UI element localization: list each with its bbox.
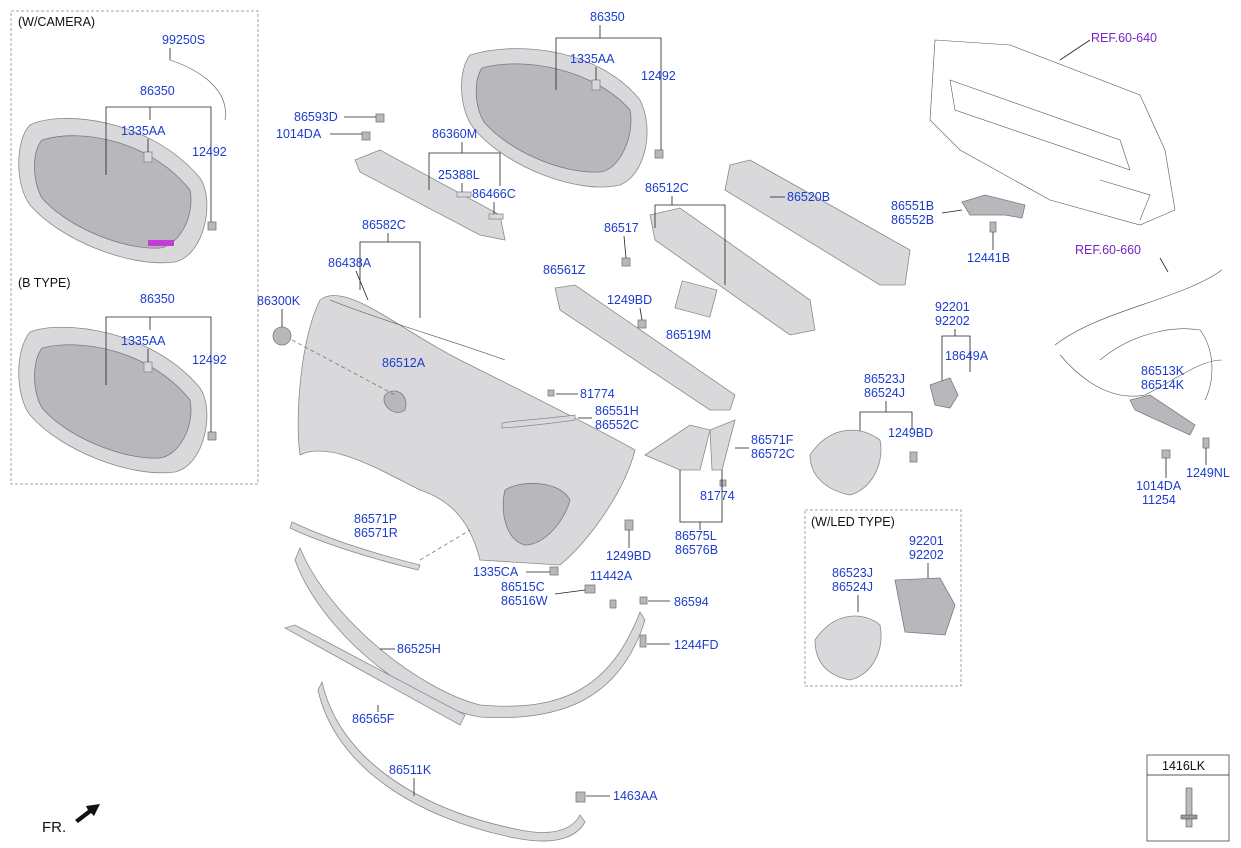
energy-absorber-86520B-illustration — [724, 159, 911, 286]
label-1249BD-mid: 1249BD — [607, 293, 652, 307]
label-86525H: 86525H — [397, 642, 441, 656]
label-86350-btype: 86350 — [140, 292, 175, 306]
label-25388L: 25388L — [438, 168, 480, 182]
label-86511K: 86511K — [389, 763, 432, 777]
label-1014DA-right: 1014DA — [1136, 479, 1182, 493]
label-1249NL: 1249NL — [1186, 466, 1230, 480]
label-86524J-a: 86524J — [864, 386, 905, 400]
label-86360M: 86360M — [432, 127, 477, 141]
label-81774-a: 81774 — [580, 387, 615, 401]
label-86571F: 86571F — [751, 433, 794, 447]
label-86513K: 86513K — [1141, 364, 1185, 378]
label-1014DA-top: 1014DA — [276, 127, 322, 141]
label-86551B: 86551B — [891, 199, 934, 213]
orientation-label: FR. — [42, 819, 66, 836]
bumper-beam-86512C-illustration — [621, 207, 816, 336]
label-86523J-a: 86523J — [864, 372, 905, 386]
label-92202-b: 92202 — [909, 548, 944, 562]
skid-plate-86565F-illustration — [283, 624, 466, 726]
label-1244FD: 1244FD — [674, 638, 718, 652]
label-99250S: 99250S — [162, 33, 205, 47]
grille-btype-illustration — [18, 326, 217, 474]
label-86512A: 86512A — [382, 356, 426, 370]
label-81774-b: 81774 — [700, 489, 735, 503]
variant-box-led — [804, 509, 962, 687]
ref-60-660: REF.60-660 — [1075, 243, 1141, 257]
label-86565F: 86565F — [352, 712, 395, 726]
upper-cover-86360M-illustration — [354, 113, 506, 241]
under-cover-86511K-illustration — [317, 680, 586, 842]
label-86551H: 86551H — [595, 404, 639, 418]
label-92201-a: 92201 — [935, 300, 970, 314]
label-86594: 86594 — [674, 595, 709, 609]
fender-bracket-86513K-illustration — [1129, 394, 1196, 436]
label-86593D: 86593D — [294, 110, 338, 124]
label-86517: 86517 — [604, 221, 639, 235]
label-86552B: 86552B — [891, 213, 934, 227]
label-1335CA: 1335CA — [473, 565, 519, 579]
label-86520B: 86520B — [787, 190, 830, 204]
label-86300K: 86300K — [257, 294, 301, 308]
bracket-86551B-illustration — [961, 194, 1026, 219]
label-86524J-b: 86524J — [832, 580, 873, 594]
label-1249BD-right: 1249BD — [888, 426, 933, 440]
led-lamp-illustration — [894, 577, 956, 636]
label-86575L: 86575L — [675, 529, 717, 543]
lower-grille-86561Z-illustration — [547, 284, 736, 411]
legend-title: 1416LK — [1162, 759, 1206, 773]
label-11254: 11254 — [1142, 493, 1176, 507]
label-92202-a: 92202 — [935, 314, 970, 328]
label-86523J-b: 86523J — [832, 566, 873, 580]
body-frame-ref-640-illustration — [929, 39, 1176, 226]
label-1335AA-top: 1335AA — [570, 52, 615, 66]
label-18649A: 18649A — [945, 349, 989, 363]
label-86519M: 86519M — [666, 328, 711, 342]
label-1463AA: 1463AA — [613, 789, 658, 803]
label-86512C: 86512C — [645, 181, 689, 195]
box-title-btype: (B TYPE) — [18, 276, 71, 290]
label-86576B: 86576B — [675, 543, 718, 557]
label-86514K: 86514K — [1141, 378, 1185, 392]
label-86516W: 86516W — [501, 594, 548, 608]
grille-main-illustration — [461, 48, 664, 188]
label-86552C: 86552C — [595, 418, 639, 432]
label-11442A: 11442A — [590, 569, 633, 583]
box-title-led: (W/LED TYPE) — [811, 515, 895, 529]
front-arrow-icon — [75, 804, 100, 823]
label-86350-top: 86350 — [590, 10, 625, 24]
label-12492-top: 12492 — [641, 69, 676, 83]
grille-camera-illustration — [18, 59, 226, 264]
label-86571P: 86571P — [354, 512, 397, 526]
label-12441B: 12441B — [967, 251, 1010, 265]
fog-lamp-bezel-illustration — [809, 429, 882, 496]
clip-fastener-icon — [1180, 787, 1198, 828]
label-1249BD-low: 1249BD — [606, 549, 651, 563]
label-86561Z: 86561Z — [543, 263, 586, 277]
label-86582C: 86582C — [362, 218, 406, 232]
label-86515C: 86515C — [501, 580, 545, 594]
label-12492-camera: 12492 — [192, 145, 227, 159]
label-86350-camera: 86350 — [140, 84, 175, 98]
fender-ref-660-illustration — [1054, 269, 1223, 401]
label-86572C: 86572C — [751, 447, 795, 461]
legend-box — [1146, 754, 1230, 842]
label-86466C: 86466C — [472, 187, 516, 201]
box-title-camera: (W/CAMERA) — [18, 15, 95, 29]
led-bezel-illustration — [814, 615, 882, 681]
ref-60-640: REF.60-640 — [1091, 31, 1157, 45]
label-12492-btype: 12492 — [192, 353, 227, 367]
side-garnish-illustration — [644, 419, 736, 487]
label-1335AA-btype: 1335AA — [121, 334, 166, 348]
front-bumper-cover-illustration — [272, 295, 636, 566]
chrome-strip-illustration — [289, 521, 421, 571]
fog-lamp-illustration — [929, 377, 959, 409]
label-86438A: 86438A — [328, 256, 372, 270]
label-86571R: 86571R — [354, 526, 398, 540]
label-1335AA-camera: 1335AA — [121, 124, 166, 138]
label-92201-b: 92201 — [909, 534, 944, 548]
